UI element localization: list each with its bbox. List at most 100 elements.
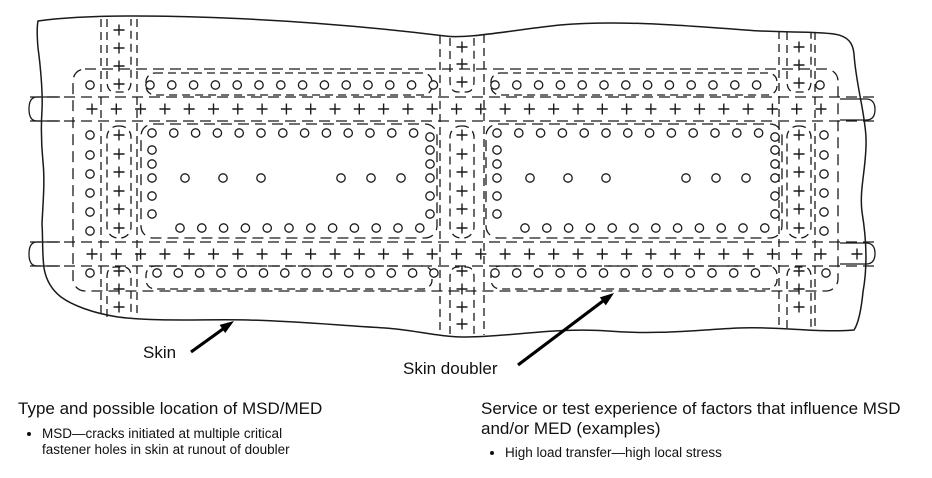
fastener-plus [694,248,705,260]
fastener-hole [365,268,375,278]
fastener-plus [456,301,468,313]
fastener-plus [113,203,125,215]
fastener-hole [301,268,311,278]
fastener-hole [666,128,677,138]
fastener-hole [555,80,566,90]
stringer-right-lines [778,31,816,329]
fastener-plus [596,103,608,115]
fastener-plus [456,76,468,88]
fastener-plus [456,58,468,70]
fastener-hole [492,173,502,183]
fastener-hole [297,80,308,90]
fastener-hole [147,145,157,155]
fastener-hole [145,80,155,90]
fastener-hole [598,268,609,278]
fastener-plus [742,103,754,115]
band-tab-left-top [28,96,60,122]
skin-label: Skin [143,343,176,362]
fastener-hole [425,132,435,142]
fastener-plus [791,248,803,260]
fastener-plus [499,103,511,115]
fastener-hole [716,223,727,233]
fastener-plus [851,248,863,260]
fastener-hole [396,173,406,183]
fastener-plus [159,248,171,260]
fastener-plus [113,283,125,295]
fastener-hole [738,223,748,233]
band-tab-right-bottom [840,242,876,265]
fastener-hole [620,268,631,278]
stringer-left-capsule-top [106,19,132,93]
fastener-hole [622,128,633,138]
fastener-hole [321,128,332,138]
fastener-plus [742,248,754,260]
fastener-hole [188,80,199,90]
fastener-hole [232,80,243,90]
skin-doubler-structure-diagram: Skin Skin doubler [28,15,876,378]
fastener-plus [113,42,125,54]
fastener-plus [113,60,125,72]
fastener-hole [708,80,718,90]
fastener-hole [425,145,435,155]
fastener-hole [85,80,95,90]
stringer-middle-capsule-mid [449,125,475,239]
fastener-hole [85,268,95,278]
fastener-plus [329,248,341,260]
fastener-hole [629,223,639,233]
fastener-hole [363,80,373,90]
fastener-plus [793,129,805,141]
fastener-plus [523,248,535,260]
fastener-plus [183,248,195,260]
fastener-plus [456,222,468,234]
fastener-hole [428,80,439,90]
fastener-hole [770,191,780,201]
fastener-plus [280,248,292,260]
fastener-hole [343,268,354,278]
fastener-plus [475,248,487,260]
fastener-plus [159,103,171,115]
fastener-hole [563,173,573,183]
stringer-left-capsule-mid [106,125,132,239]
fastener-plus [256,248,268,260]
fastener-plus [305,103,317,115]
fastener-plus [669,248,681,260]
fastener-hole [533,80,544,90]
fastener-plus [456,129,468,141]
skin-outline [36,15,867,338]
fastener-plus [621,103,633,115]
fastener-plus [426,103,438,115]
fastener-hole [759,223,770,233]
fastener-plus [353,248,365,260]
fastener-plus [451,103,462,115]
fastener-hole [365,128,375,138]
fastener-hole [216,268,226,278]
fastener-plus [456,318,468,330]
bay-outline-left [140,123,438,239]
fastener-plus [793,222,805,234]
fastener-hole [694,223,705,233]
fastener-plus [113,166,125,178]
frame-band-bottom [30,241,874,267]
fastener-plus [113,185,125,197]
stringer-middle-lines [439,35,485,335]
fastener-hole [254,80,264,90]
fastener-plus [669,103,681,115]
fastener-plus [113,129,125,141]
fastener-plus [208,248,219,260]
fastener-plus [548,103,560,115]
service-experience-heading: Service or test experience of factors th… [481,399,901,438]
fastener-plus [793,203,805,215]
fastener-hole [751,80,762,90]
fastener-plus [572,103,584,115]
fastener-hole [601,173,611,183]
fastener-plus [793,301,805,313]
fastener-hole [218,173,228,183]
fastener-hole [663,268,674,278]
stringer-left-lines [100,19,138,316]
fastener-plus [456,185,468,197]
fastener-plus [766,248,778,260]
msd-location-bullets: MSD—cracks initiated at multiple critica… [18,426,378,458]
fastener-hole [175,223,185,233]
fastener-hole [275,80,286,90]
fastener-hole [284,223,294,233]
